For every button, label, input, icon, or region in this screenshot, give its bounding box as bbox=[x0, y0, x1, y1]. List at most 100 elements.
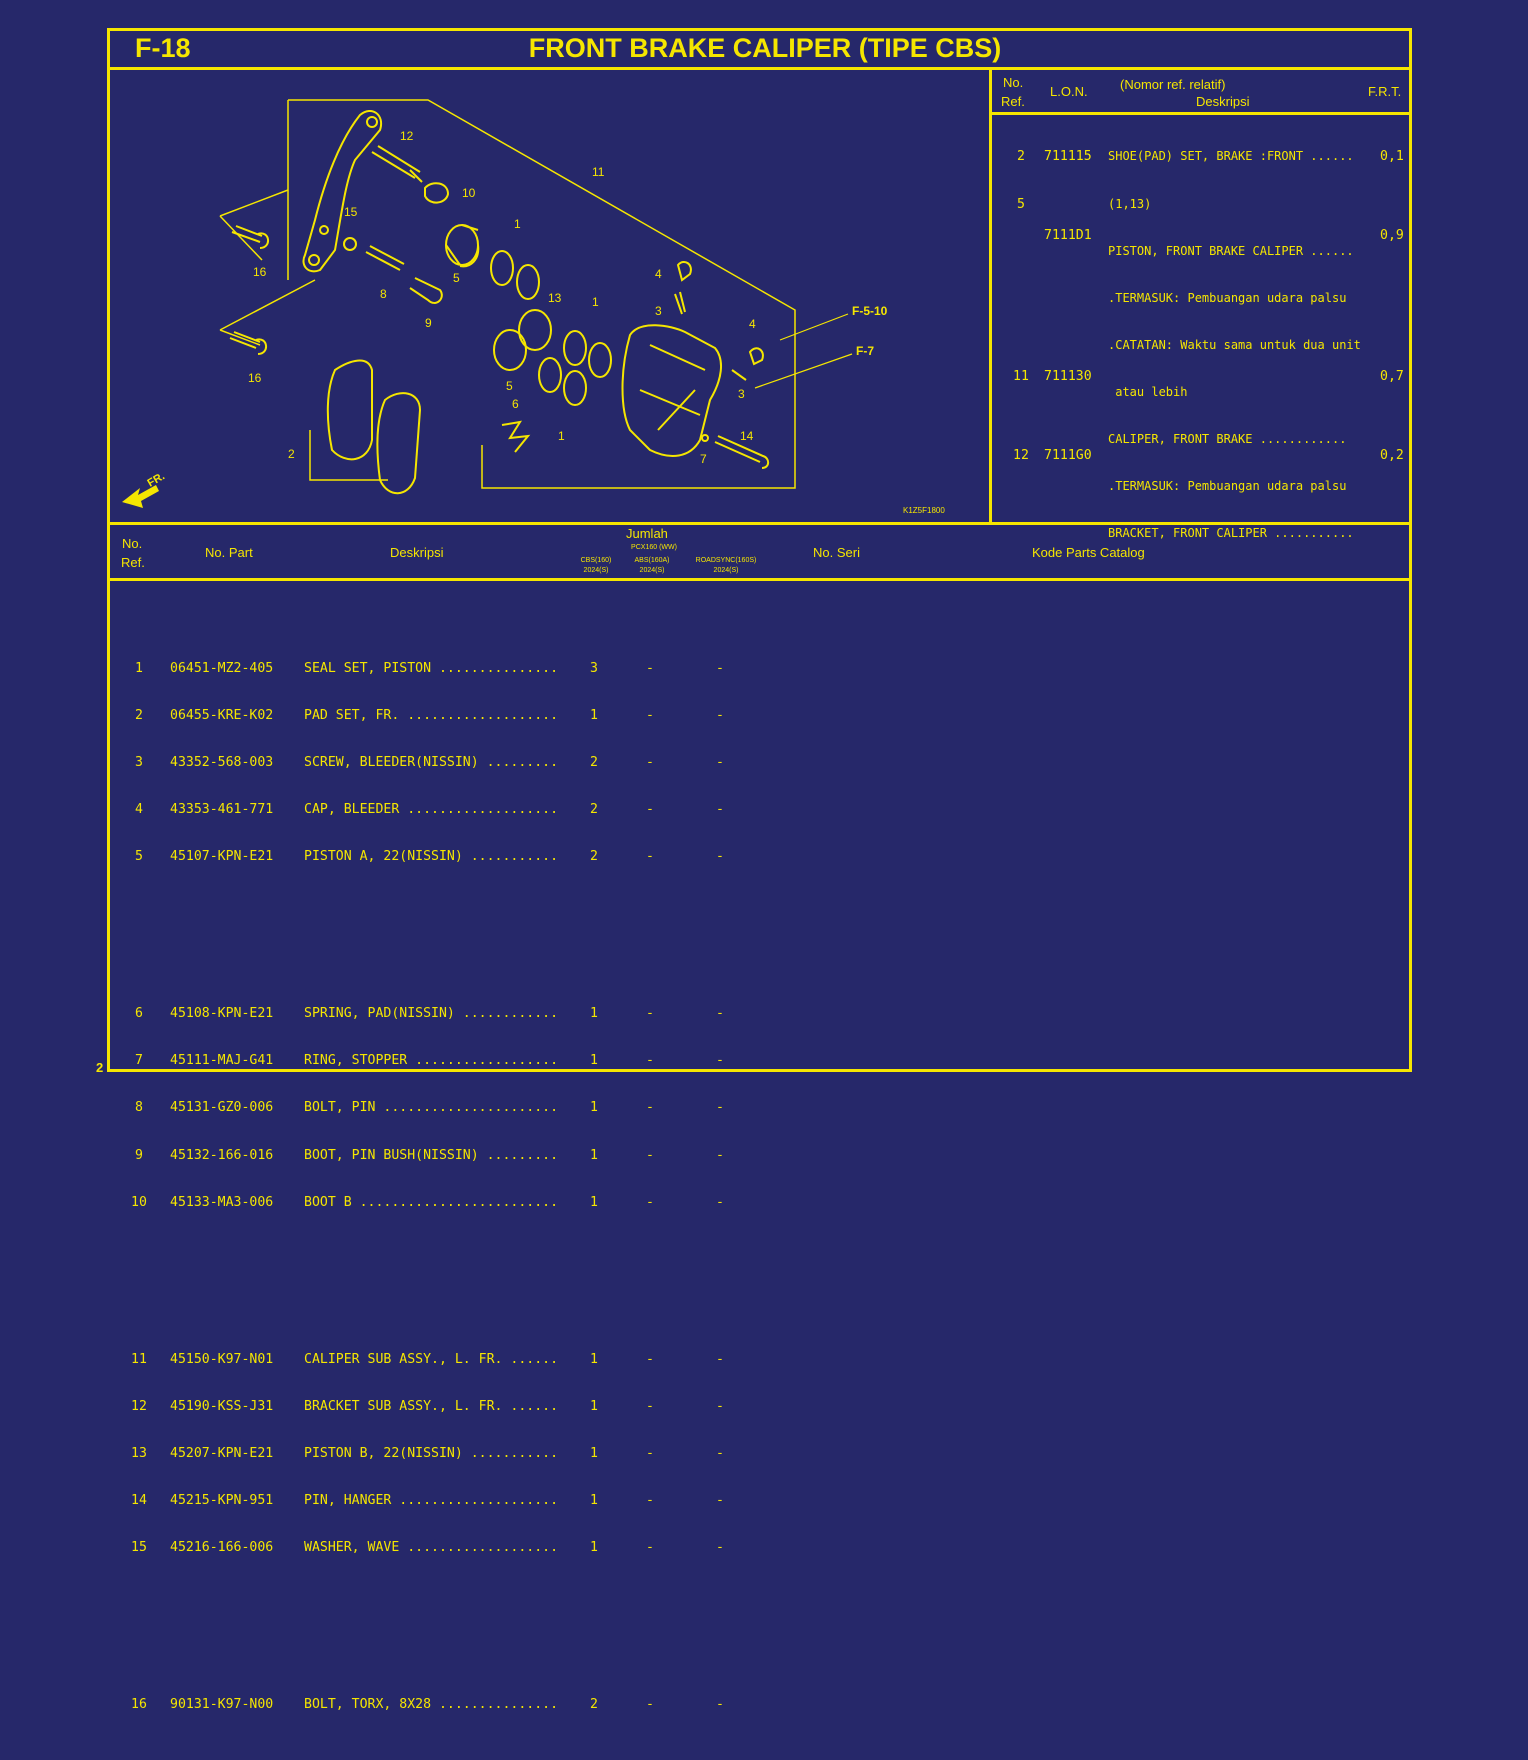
seal-1-c bbox=[563, 330, 587, 366]
row-q2: - bbox=[646, 1194, 654, 1210]
table-row: 6 45108-KPN-E21 SPRING, PAD(NISSIN) ......… bbox=[124, 1006, 724, 1022]
piston-5-lower bbox=[493, 329, 527, 371]
callout-14: 14 bbox=[740, 429, 754, 443]
side-frt: 0,9 bbox=[1380, 227, 1404, 243]
row-q1: 2 bbox=[590, 1697, 598, 1713]
side-desc: atau lebih bbox=[1108, 384, 1188, 399]
row-q3: - bbox=[716, 707, 724, 723]
bracket-hole bbox=[366, 116, 378, 128]
table-header-divider bbox=[107, 578, 1412, 581]
row-part: 45111-MAJ-G41 bbox=[170, 1053, 274, 1069]
row-desc: BRACKET SUB ASSY., L. FR. ...... bbox=[304, 1398, 559, 1414]
row-q2: - bbox=[646, 849, 654, 865]
table-hdr-col1-a: CBS(160) bbox=[580, 557, 612, 564]
row-part: 43352-568-003 bbox=[170, 755, 274, 771]
row-desc: BOOT, PIN BUSH(NISSIN) ......... bbox=[304, 1147, 559, 1163]
row-q3: - bbox=[716, 1194, 724, 1210]
screw-3-upper bbox=[674, 291, 686, 315]
screw-3-right bbox=[731, 369, 747, 381]
cap-4-upper bbox=[676, 261, 692, 282]
row-q2: - bbox=[646, 707, 654, 723]
callout-8: 8 bbox=[380, 287, 387, 301]
row-q3: - bbox=[716, 802, 724, 818]
row-part: 06455-KRE-K02 bbox=[170, 707, 274, 723]
row-desc: PIN, HANGER .................... bbox=[304, 1493, 559, 1509]
callout-3: 3 bbox=[738, 387, 745, 401]
row-part: 45215-KPN-951 bbox=[170, 1493, 274, 1509]
row-q2: - bbox=[646, 1053, 654, 1069]
bolt-16-lower bbox=[229, 331, 267, 355]
row-part: 45190-KSS-J31 bbox=[170, 1398, 274, 1414]
row-q2: - bbox=[646, 660, 654, 676]
bolt-16-upper bbox=[231, 225, 269, 249]
callout-16: 16 bbox=[253, 265, 267, 279]
row-ref: 15 bbox=[131, 1540, 147, 1556]
row-q3: - bbox=[716, 1697, 724, 1713]
row-q3: - bbox=[716, 660, 724, 676]
callout-15: 15 bbox=[344, 205, 358, 219]
front-label: FR. bbox=[146, 470, 167, 489]
row-q2: - bbox=[646, 1697, 654, 1713]
row-q3: - bbox=[716, 1493, 724, 1509]
bracket-hole bbox=[319, 225, 329, 235]
side-frt-column: 0,1 0,9 0,7 0,2 bbox=[1380, 118, 1408, 479]
row-part: 45216-166-006 bbox=[170, 1540, 274, 1556]
row-desc: RING, STOPPER .................. bbox=[304, 1053, 559, 1069]
row-q2: - bbox=[646, 1351, 654, 1367]
table-hdr-desc: Deskripsi bbox=[390, 545, 444, 560]
row-q3: - bbox=[716, 1053, 724, 1069]
row-ref: 14 bbox=[131, 1493, 147, 1509]
row-q3: - bbox=[716, 755, 724, 771]
row-q1: 1 bbox=[590, 1100, 598, 1116]
row-q2: - bbox=[646, 1100, 654, 1116]
row-q3: - bbox=[716, 1006, 724, 1022]
callout-1: 1 bbox=[514, 217, 521, 231]
row-q1: 1 bbox=[590, 1147, 598, 1163]
ref-leader-f7 bbox=[754, 353, 853, 389]
row-part: 45131-GZ0-006 bbox=[170, 1100, 274, 1116]
seal-1-a bbox=[490, 250, 514, 286]
row-part: 45150-K97-N01 bbox=[170, 1351, 274, 1367]
row-desc: BOOT B ......................... bbox=[304, 1194, 559, 1210]
callout-11: 11 bbox=[592, 165, 605, 179]
row-ref: 6 bbox=[135, 1006, 143, 1022]
row-q1: 1 bbox=[590, 1194, 598, 1210]
table-hdr-catalog: Kode Parts Catalog bbox=[1032, 545, 1145, 560]
row-q3: - bbox=[716, 1540, 724, 1556]
row-q3: - bbox=[716, 1351, 724, 1367]
row-part: 45108-KPN-E21 bbox=[170, 1006, 274, 1022]
side-desc: PISTON, FRONT BRAKE CALIPER ...... bbox=[1108, 243, 1354, 258]
ref-leader-f510 bbox=[779, 313, 849, 341]
spring-6 bbox=[501, 420, 531, 453]
seal-1-d bbox=[588, 342, 612, 378]
corner-mark: 2 bbox=[96, 1060, 104, 1075]
table-hdr-col3-b: 2024(S) bbox=[713, 567, 739, 574]
side-ref-column: 2 5 11 12 bbox=[1006, 118, 1036, 479]
diagram-outline bbox=[219, 215, 263, 261]
row-ref: 1 bbox=[135, 660, 143, 676]
cap-4-right bbox=[748, 347, 764, 366]
side-desc-column: SHOE(PAD) SET, BRAKE :FRONT ...... (1,13… bbox=[1108, 118, 1380, 558]
callout-3: 3 bbox=[655, 304, 662, 318]
table-group: 6 45108-KPN-E21 SPRING, PAD(NISSIN) ......… bbox=[124, 975, 724, 1242]
diagram-divider bbox=[989, 67, 992, 523]
table-hdr-col2-a: ABS(160A) bbox=[634, 557, 670, 564]
diagram-outline bbox=[219, 279, 316, 331]
row-desc: BOLT, TORX, 8X28 ............... bbox=[304, 1697, 559, 1713]
row-desc: SCREW, BLEEDER(NISSIN) ......... bbox=[304, 755, 559, 771]
callout-9: 9 bbox=[425, 316, 432, 330]
callout-4: 4 bbox=[749, 317, 756, 331]
side-lon: 7111G0 bbox=[1044, 447, 1092, 463]
ref-f510: F-5-10 bbox=[852, 304, 888, 318]
side-frt: 0,2 bbox=[1380, 447, 1404, 463]
row-q1: 1 bbox=[590, 1445, 598, 1461]
table-hdr-col3-a: ROADSYNC(160S) bbox=[695, 557, 757, 564]
side-frt: 0,7 bbox=[1380, 369, 1404, 385]
row-desc: CALIPER SUB ASSY., L. FR. ...... bbox=[304, 1351, 559, 1367]
row-q1: 2 bbox=[590, 755, 598, 771]
row-desc: SPRING, PAD(NISSIN) ............ bbox=[304, 1006, 559, 1022]
